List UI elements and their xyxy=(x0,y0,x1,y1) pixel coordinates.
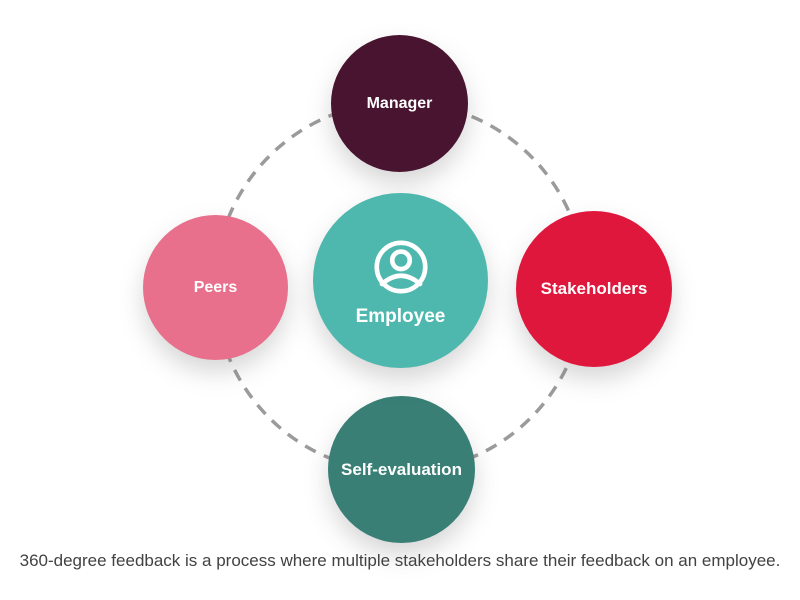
caption-text: 360-degree feedback is a process where m… xyxy=(19,551,781,570)
node-employee-label: Employee xyxy=(355,305,446,327)
user-icon xyxy=(373,239,428,294)
node-peers: Peers xyxy=(143,215,288,360)
node-self-evaluation-label: Self-evaluation xyxy=(341,459,462,479)
node-self-evaluation: Self-evaluation xyxy=(328,396,475,543)
node-stakeholders-label: Stakeholders xyxy=(540,279,648,298)
node-manager: Manager xyxy=(331,35,468,172)
node-peers-label: Peers xyxy=(193,278,238,296)
node-employee: Employee xyxy=(313,193,488,368)
node-stakeholders: Stakeholders xyxy=(516,211,672,367)
node-manager-label: Manager xyxy=(366,94,433,112)
